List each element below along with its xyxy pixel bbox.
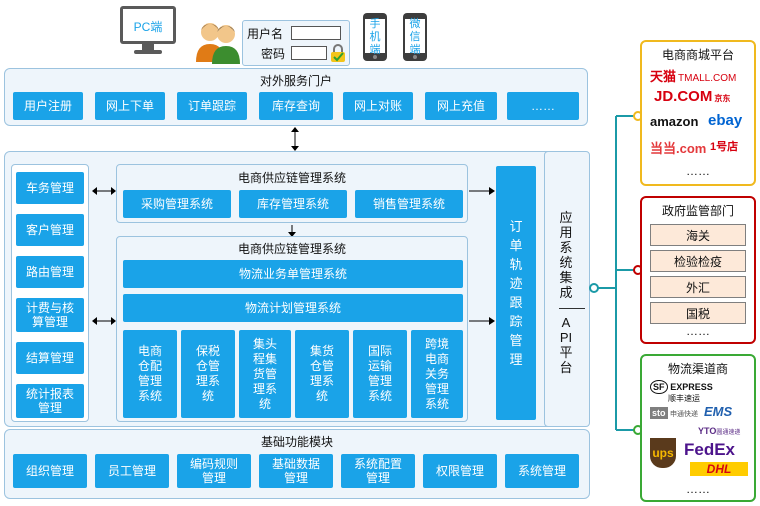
gov-tax[interactable]: 国税 (650, 302, 746, 324)
base-master-data[interactable]: 基础数据管理 (259, 454, 333, 488)
order-tracking-system[interactable]: 订单轨迹跟踪管理 (496, 166, 536, 420)
gov-forex[interactable]: 外汇 (650, 276, 746, 298)
ecommerce-more: …… (686, 164, 710, 178)
supply-chain-bottom-title: 电商供应链管理系统 (237, 242, 346, 256)
yto-logo: YTO圆通速递 (698, 426, 741, 436)
base-coding-rules[interactable]: 编码规则管理 (177, 454, 251, 488)
api-platform-panel (544, 151, 590, 427)
mobile-label: 手机端 (369, 18, 381, 56)
yhd-logo: 1号店 (710, 141, 739, 153)
ebay-logo: ebay (708, 112, 743, 129)
logistics-more: …… (686, 482, 710, 496)
consolidation-warehouse-system[interactable]: 集货仓管理系统 (295, 330, 349, 418)
base-title: 基础功能模块 (260, 435, 333, 449)
gov-customs[interactable]: 海关 (650, 224, 746, 246)
username-field[interactable] (291, 26, 341, 40)
government-more: …… (686, 324, 710, 338)
left-item-settlement[interactable]: 结算管理 (16, 342, 84, 374)
lock-icon (329, 43, 347, 63)
left-arrow-top (92, 183, 116, 195)
pc-label: PC端 (133, 20, 163, 34)
ecom-warehouse-system[interactable]: 电商仓配管理系统 (123, 330, 177, 418)
api-platform-label: 应用系统集成——API平台 (559, 210, 585, 375)
base-system[interactable]: 系统管理 (505, 454, 579, 488)
amazon-logo: amazon (650, 114, 699, 129)
portal-connector (290, 127, 300, 151)
portal-item-more[interactable]: …… (507, 92, 579, 120)
tracking-arrow-bottom (469, 313, 495, 325)
portal-item-tracking[interactable]: 订单跟踪 (177, 92, 247, 120)
left-item-vehicle[interactable]: 车务管理 (16, 172, 84, 204)
supply-chain-top-title: 电商供应链管理系统 (237, 171, 346, 185)
portal-item-register[interactable]: 用户注册 (13, 92, 83, 120)
sto-logo: sto 申通快递 (650, 407, 699, 419)
left-item-billing[interactable]: 计费与核算管理 (16, 298, 84, 332)
inventory-system[interactable]: 库存管理系统 (239, 190, 347, 218)
left-arrow-bottom (92, 313, 116, 325)
purchase-system[interactable]: 采购管理系统 (123, 190, 231, 218)
logistics-plan-system[interactable]: 物流计划管理系统 (123, 294, 463, 322)
wechat-label: 微信端 (409, 18, 421, 56)
left-item-route[interactable]: 路由管理 (16, 256, 84, 288)
ups-logo: ups (650, 438, 676, 468)
dangdang-logo: 当当.com (650, 141, 707, 156)
left-item-customer[interactable]: 客户管理 (16, 214, 84, 246)
login-panel: 用户名 密码 (242, 20, 350, 66)
sf-logo: SF EXPRESS 顺丰速运 (650, 380, 713, 404)
government-title: 政府监管部门 (661, 204, 734, 218)
base-org[interactable]: 组织管理 (13, 454, 87, 488)
bonded-warehouse-system[interactable]: 保税仓管理系统 (181, 330, 235, 418)
users-icon (194, 18, 242, 64)
logistics-business-system[interactable]: 物流业务单管理系统 (123, 260, 463, 288)
left-item-report[interactable]: 统计报表管理 (16, 384, 84, 418)
fedex-logo: FedEx (684, 440, 736, 459)
pc-icon (118, 4, 178, 56)
right-connector (588, 100, 644, 440)
government-box: 政府监管部门 海关 检验检疫 外汇 国税 …… (640, 196, 756, 344)
ems-logo: EMS (704, 404, 733, 419)
portal-item-recharge[interactable]: 网上充值 (425, 92, 497, 120)
ecommerce-title: 电商商城平台 (661, 48, 734, 62)
sales-system[interactable]: 销售管理系统 (355, 190, 463, 218)
password-label: 密码 (261, 47, 286, 61)
dhl-logo: DHL (690, 462, 748, 476)
wechat-phone-icon (402, 12, 428, 62)
logistics-title: 物流渠道商 (667, 362, 728, 376)
portal-item-reconcile[interactable]: 网上对账 (343, 92, 413, 120)
left-column-panel (11, 164, 89, 422)
tracking-arrow-top (469, 183, 495, 195)
cross-border-customs-system[interactable]: 跨境电商关务管理系统 (411, 330, 463, 418)
portal-item-inventory[interactable]: 库存查询 (259, 92, 333, 120)
logistics-box: 物流渠道商 SF EXPRESS 顺丰速运 sto 申通快递 EMS YTO圆通… (640, 354, 756, 502)
gov-inspection[interactable]: 检验检疫 (650, 250, 746, 272)
international-transport-system[interactable]: 国际运输管理系统 (353, 330, 407, 418)
base-staff[interactable]: 员工管理 (95, 454, 169, 488)
password-field[interactable] (291, 46, 327, 60)
base-config[interactable]: 系统配置管理 (341, 454, 415, 488)
base-permission[interactable]: 权限管理 (423, 454, 497, 488)
portal-item-order[interactable]: 网上下单 (95, 92, 165, 120)
supply-chain-down-arrow (287, 224, 297, 237)
portal-title: 对外服务门户 (259, 74, 332, 88)
first-leg-consolidation-system[interactable]: 集头程集货管理系统 (239, 330, 291, 418)
phone-icon (362, 12, 388, 62)
username-label: 用户名 (247, 27, 284, 41)
